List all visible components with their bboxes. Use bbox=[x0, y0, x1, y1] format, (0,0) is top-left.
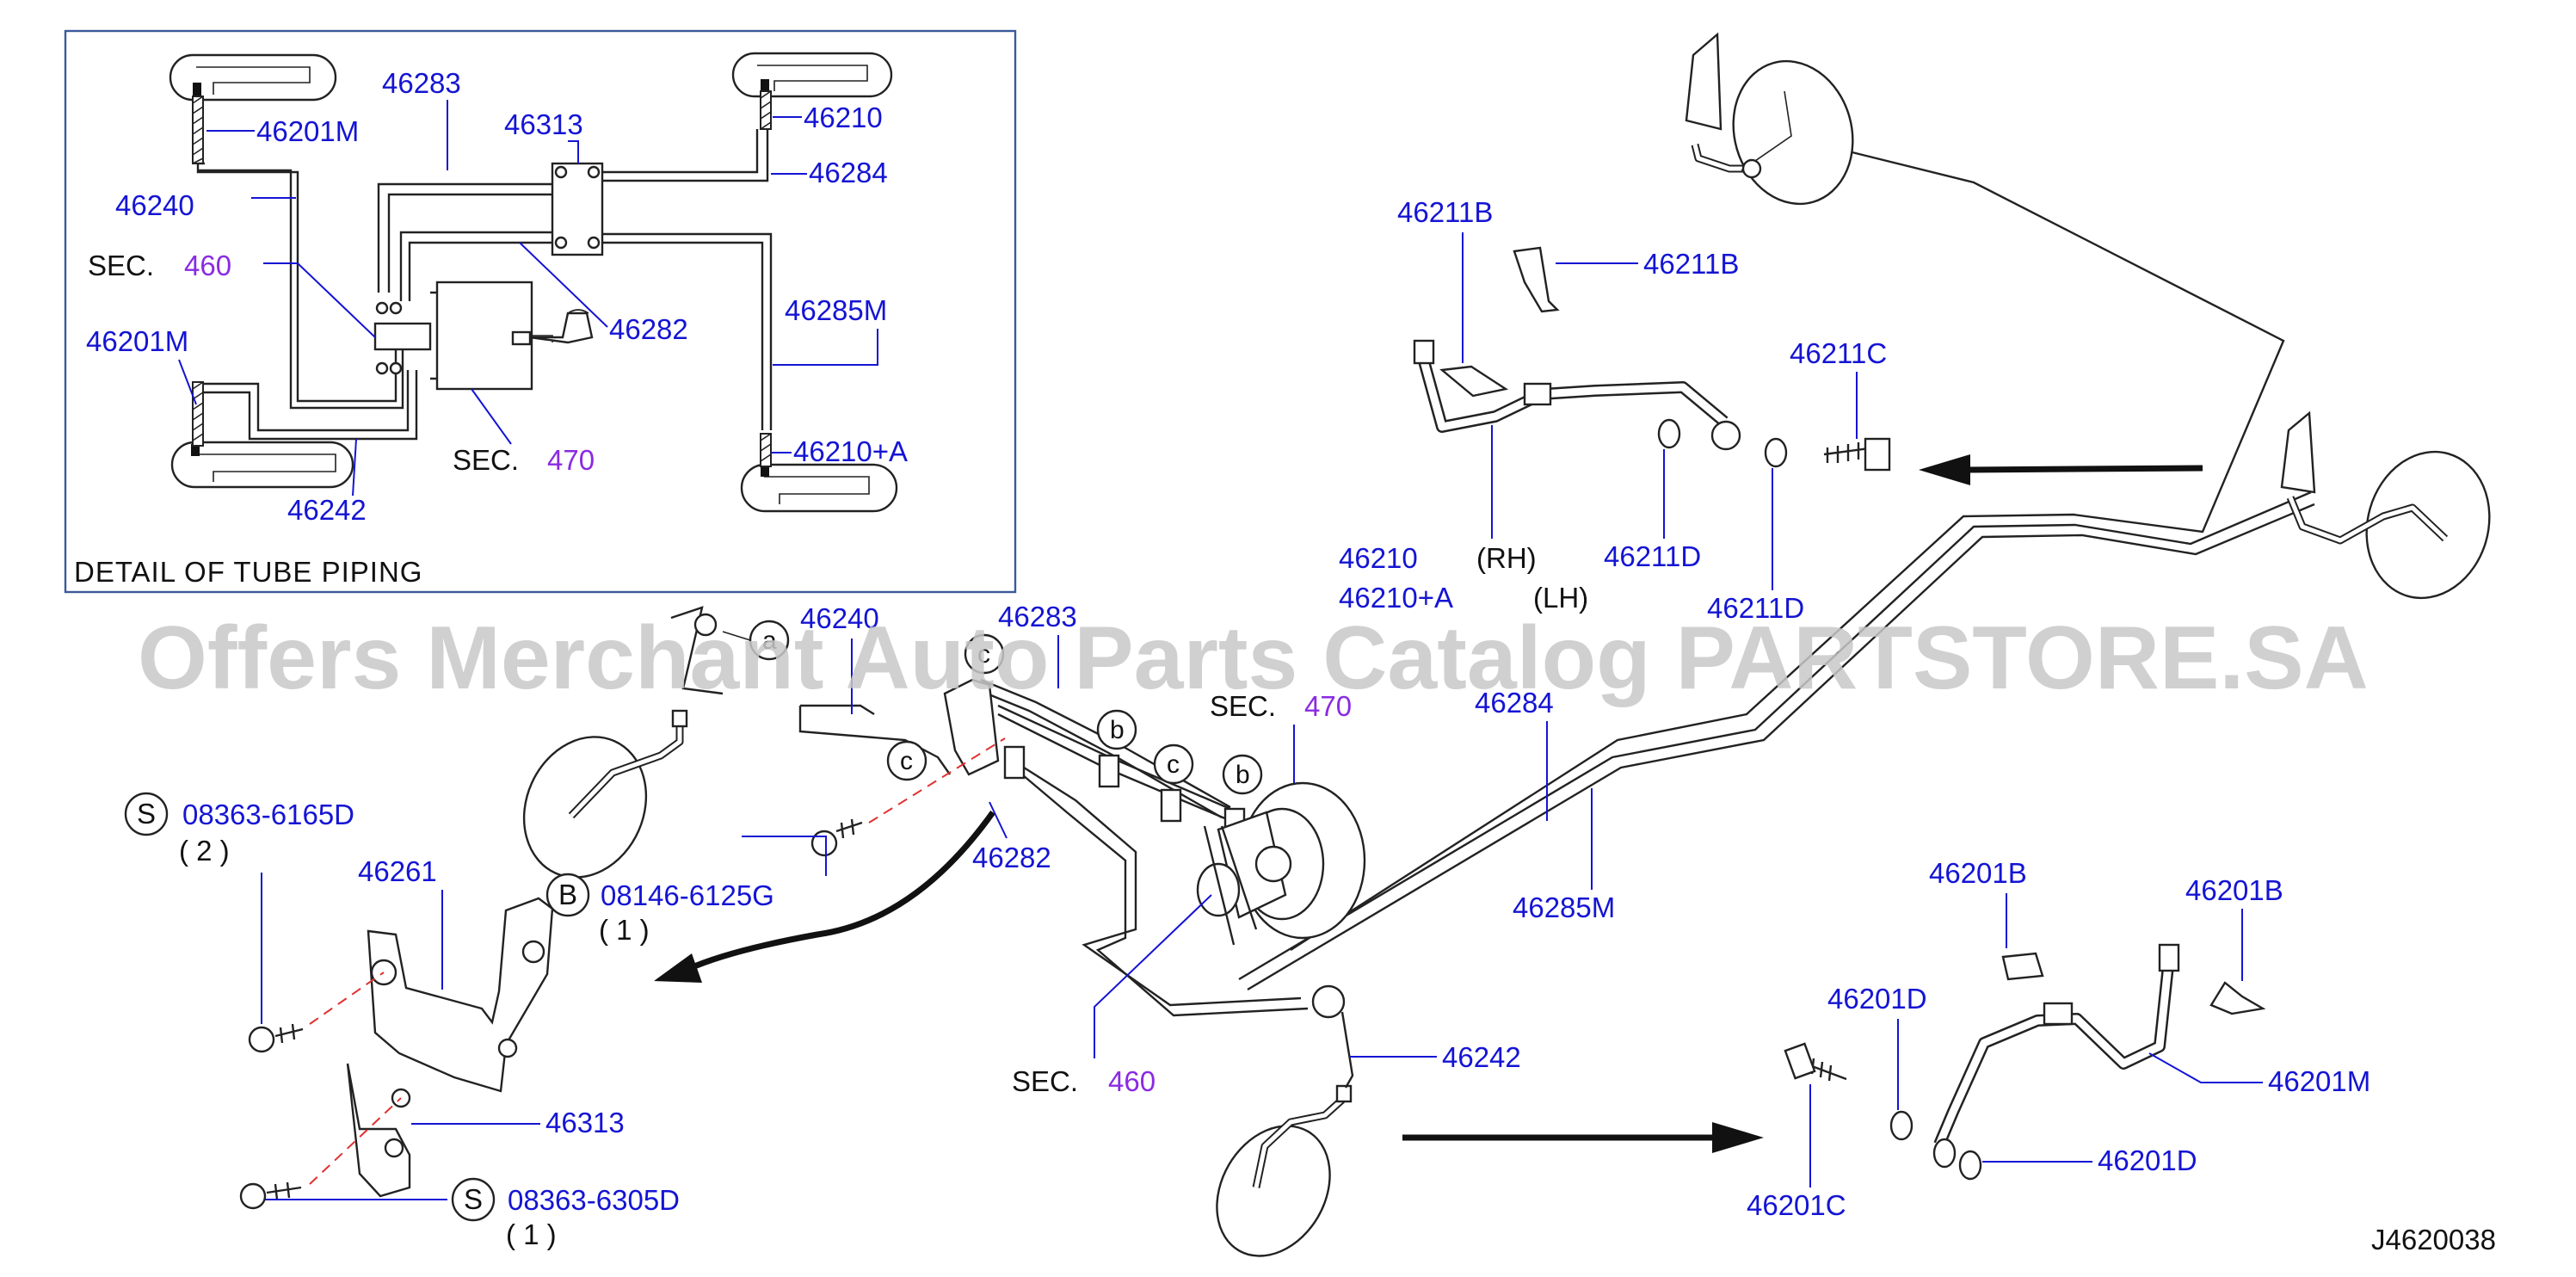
label-46201c: 46201C bbox=[1747, 1189, 1846, 1221]
detail-label-sec470-word: SEC. bbox=[453, 444, 519, 476]
label-46240: 46240 bbox=[800, 602, 879, 634]
center-labels: 46240 46283 SEC. 470 46284 46285M 46282 … bbox=[800, 601, 1615, 1097]
label-46211d-left: 46211D bbox=[1604, 540, 1701, 572]
detail-label-46313: 46313 bbox=[504, 108, 583, 140]
label-46283: 46283 bbox=[998, 601, 1077, 632]
label-bolt-08146-6125g: 08146-6125G bbox=[601, 879, 774, 911]
detail-label-46283: 46283 bbox=[382, 67, 461, 99]
circle-marker-c-2-label: c bbox=[900, 747, 913, 775]
label-bolt-08363-6305d: 08363-6305D bbox=[508, 1184, 680, 1216]
circle-marker-b-1 bbox=[1096, 709, 1137, 750]
label-sec460-word: SEC. bbox=[1012, 1065, 1078, 1097]
detail-label-46210: 46210 bbox=[804, 102, 883, 133]
brake-booster bbox=[1196, 781, 1366, 946]
label-sec470-num: 470 bbox=[1304, 690, 1352, 722]
detail-label-46210a: 46210+A bbox=[793, 435, 908, 467]
circle-marker-c-1 bbox=[964, 633, 1005, 675]
label-46261: 46261 bbox=[358, 855, 437, 887]
detail-label-46240: 46240 bbox=[115, 189, 194, 221]
circle-marker-a-label: a bbox=[762, 626, 777, 655]
b-symbol bbox=[545, 873, 590, 917]
front-left-assembly: a bbox=[522, 606, 875, 879]
b-symbol-label: B bbox=[558, 879, 577, 910]
rear-right-assembly bbox=[2280, 410, 2491, 600]
detail-frame bbox=[64, 29, 1017, 594]
main-piping bbox=[798, 136, 2315, 1017]
circle-marker-c-3-label: c bbox=[1167, 750, 1180, 779]
label-46211b-right: 46211B bbox=[1643, 248, 1739, 280]
detail-label-46285m: 46285M bbox=[785, 294, 887, 326]
front-hose-labels: 46211B 46211B 46211C 46210 (RH) 46210+A … bbox=[1339, 196, 1887, 624]
label-46201d-top: 46201D bbox=[1827, 983, 1927, 1015]
detail-wheel-front-right bbox=[731, 52, 893, 98]
diagram-code: J4620038 bbox=[2371, 1224, 2496, 1255]
detail-label-sec460-num: 460 bbox=[184, 250, 231, 281]
detail-label-sec470-num: 470 bbox=[547, 444, 595, 476]
label-46242: 46242 bbox=[1442, 1041, 1521, 1073]
label-46282: 46282 bbox=[972, 842, 1051, 873]
circle-markers: c c c b b bbox=[886, 633, 1263, 795]
label-46211d-right: 46211D bbox=[1707, 592, 1804, 624]
detail-label-46282: 46282 bbox=[609, 313, 688, 345]
circle-marker-c-1-label: c bbox=[977, 640, 990, 669]
label-46201m: 46201M bbox=[2268, 1065, 2370, 1097]
detail-inset: 46283 46313 46201M 46210 46284 46240 SEC… bbox=[64, 29, 1017, 594]
circle-marker-c-3 bbox=[1153, 743, 1194, 785]
label-46201b-right: 46201B bbox=[2185, 874, 2283, 906]
watermark: Offers Merchant Auto Parts Catalog PARTS… bbox=[138, 608, 2369, 708]
label-46210a: 46210+A bbox=[1339, 582, 1453, 614]
detail-tubes bbox=[196, 129, 773, 441]
label-bolt-08363-6165d: 08363-6165D bbox=[182, 799, 354, 830]
label-46210-rh: (RH) bbox=[1476, 542, 1537, 574]
label-46285m: 46285M bbox=[1513, 891, 1615, 923]
front-hose-exploded bbox=[1413, 246, 2203, 485]
label-46313: 46313 bbox=[545, 1107, 625, 1138]
label-bolt-08363-6305d-qty: ( 1 ) bbox=[506, 1218, 557, 1250]
label-46211b-left: 46211B bbox=[1397, 196, 1493, 228]
s-symbol-2-label: S bbox=[464, 1183, 483, 1215]
detail-label-46242: 46242 bbox=[287, 494, 367, 526]
detail-hoses bbox=[192, 90, 772, 467]
detail-label-sec460-word: SEC. bbox=[88, 250, 154, 281]
circle-marker-b-2-label: b bbox=[1236, 761, 1250, 789]
label-46210: 46210 bbox=[1339, 542, 1418, 574]
detail-wheel-rear-right bbox=[740, 463, 898, 513]
detail-labels: 46283 46313 46201M 46210 46284 46240 SEC… bbox=[74, 67, 908, 588]
bracket-labels: S 08363-6165D ( 2 ) 46261 B 08146-6125G … bbox=[124, 792, 827, 1250]
circle-marker-c-2 bbox=[886, 740, 927, 781]
detail-master-cylinder bbox=[373, 281, 594, 391]
detail-label-46201m-top: 46201M bbox=[256, 115, 359, 147]
rear-left-assembly bbox=[1216, 984, 1354, 1257]
rear-hose-labels: 46201B 46201B 46201D 46201M 46201D 46201… bbox=[1747, 857, 2370, 1221]
circle-marker-b-2 bbox=[1222, 754, 1263, 795]
label-sec470-word: SEC. bbox=[1210, 690, 1276, 722]
label-46284: 46284 bbox=[1475, 687, 1554, 719]
s-symbol-1-label: S bbox=[137, 798, 156, 830]
detail-wheel-front-left bbox=[169, 53, 337, 102]
label-46201d-bottom: 46201D bbox=[2098, 1144, 2197, 1176]
label-bolt-08146-6125g-qty: ( 1 ) bbox=[599, 914, 650, 946]
bracket-exploded bbox=[239, 737, 1006, 1210]
detail-label-46284: 46284 bbox=[809, 157, 888, 188]
label-46211c: 46211C bbox=[1790, 337, 1887, 369]
detail-label-46201m-left: 46201M bbox=[86, 325, 188, 357]
label-46201b-left: 46201B bbox=[1929, 857, 2027, 889]
circle-marker-b-1-label: b bbox=[1110, 716, 1125, 744]
detail-caption: DETAIL OF TUBE PIPING bbox=[74, 556, 422, 588]
front-right-assembly bbox=[1685, 32, 1854, 206]
rear-hose-exploded bbox=[1402, 943, 2266, 1181]
label-sec460-num: 460 bbox=[1108, 1065, 1156, 1097]
s-symbol-2 bbox=[451, 1177, 496, 1222]
label-46210a-lh: (LH) bbox=[1533, 582, 1588, 614]
label-bolt-08363-6165d-qty: ( 2 ) bbox=[179, 835, 230, 867]
s-symbol-1 bbox=[124, 792, 169, 836]
detail-wheel-rear-left bbox=[170, 441, 354, 489]
